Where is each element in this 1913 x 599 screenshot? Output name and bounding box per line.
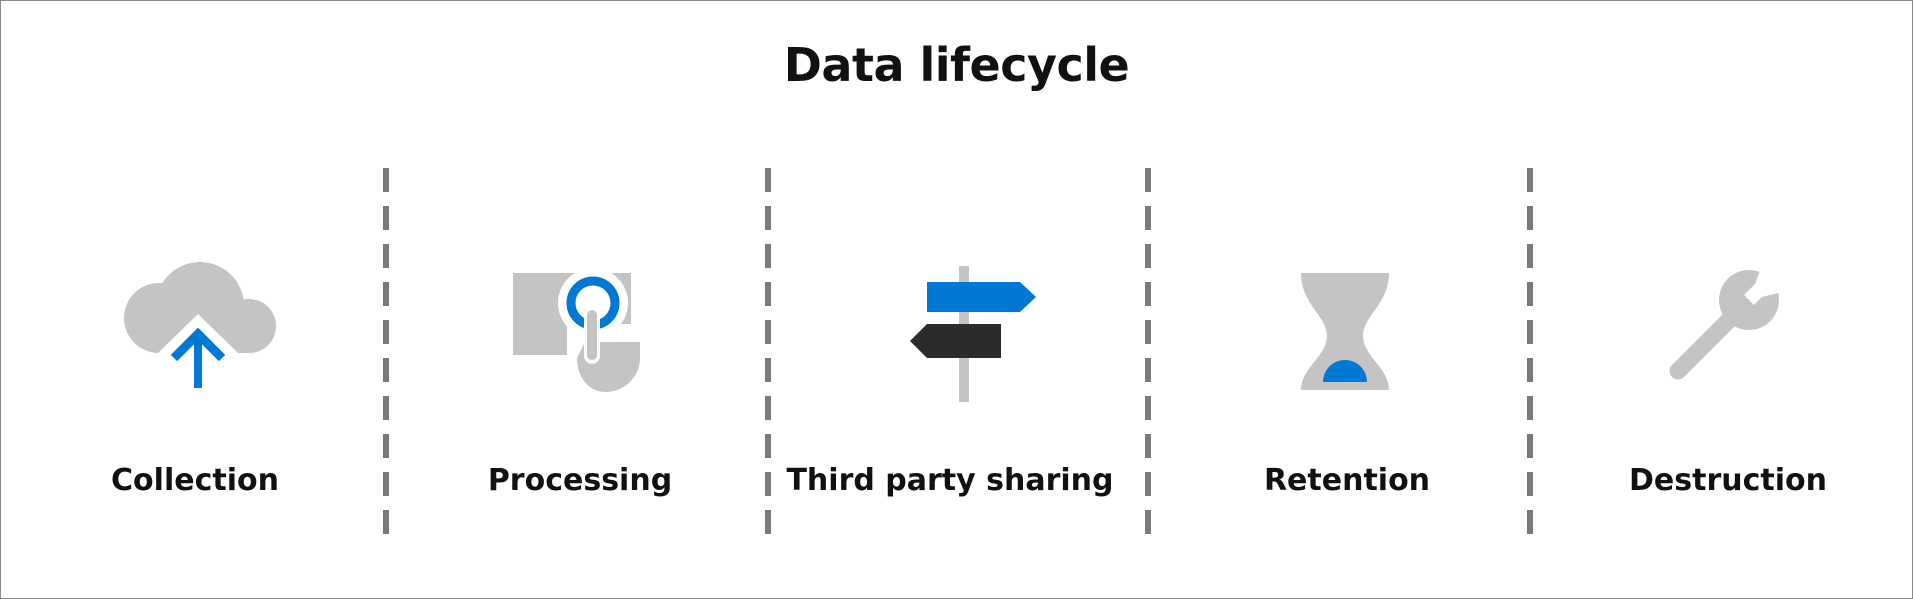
signpost-icon	[878, 254, 1048, 404]
stage-label-retention: Retention	[1263, 463, 1431, 498]
wrench-icon	[1645, 254, 1815, 404]
touch-hand-icon	[495, 254, 665, 404]
hourglass-icon	[1261, 254, 1431, 404]
stage-divider	[1527, 168, 1533, 544]
stage-divider	[383, 168, 389, 544]
stage-divider	[1145, 168, 1151, 544]
stage-label-destruction: Destruction	[1629, 463, 1827, 498]
cloud-upload-icon	[112, 254, 282, 404]
stage-label-processing: Processing	[487, 463, 673, 498]
diagram-title: Data lifecycle	[783, 38, 1130, 92]
stage-label-collection: Collection	[111, 463, 279, 498]
stage-label-third-party-sharing: Third party sharing	[786, 463, 1114, 498]
stage-divider	[765, 168, 771, 544]
